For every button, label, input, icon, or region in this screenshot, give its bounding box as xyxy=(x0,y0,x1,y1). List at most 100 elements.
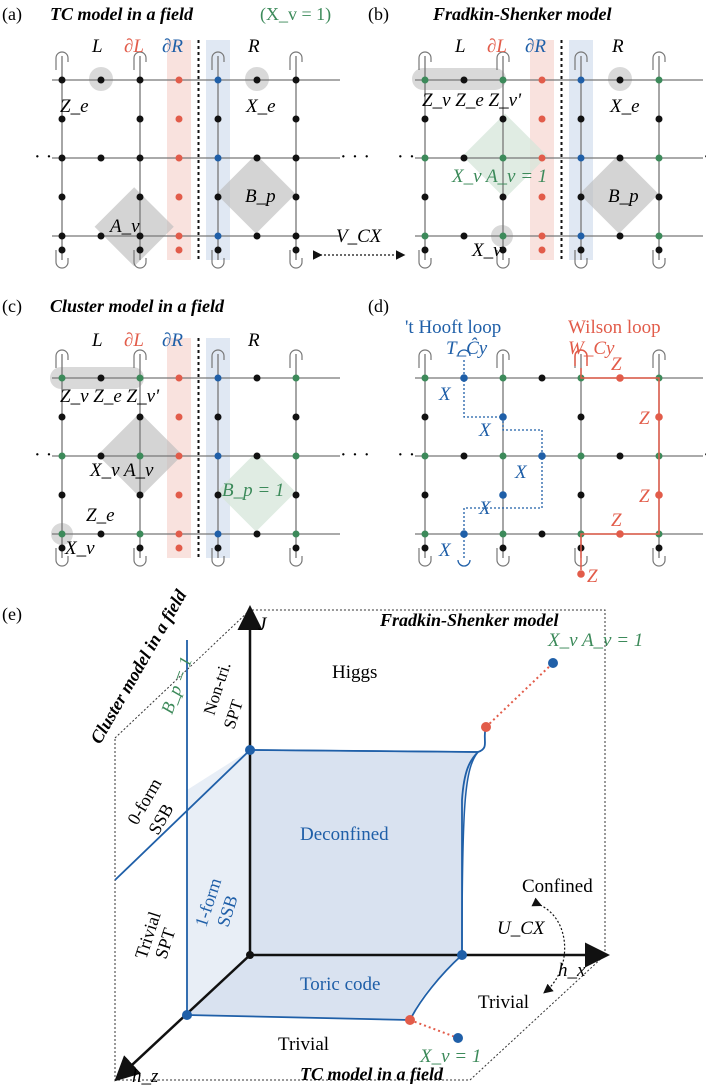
pbc-bottom xyxy=(211,548,225,567)
Bp-plaquette xyxy=(216,452,296,532)
edge-qubit xyxy=(175,154,183,162)
edge-qubit xyxy=(538,154,546,162)
vertex-qubit xyxy=(136,452,144,460)
edge-qubit xyxy=(136,413,144,421)
pbc-bottom xyxy=(289,548,303,567)
point-xv-label: X_v = 1 xyxy=(419,1046,481,1067)
pbc-top xyxy=(418,349,432,368)
pbc-bottom xyxy=(418,250,432,269)
edge-qubit xyxy=(136,115,144,123)
ellipsis-left: · · · xyxy=(397,444,427,466)
edge-qubit xyxy=(577,115,585,123)
panel-d-label: (d) xyxy=(368,296,389,317)
vertex-qubit xyxy=(292,530,300,538)
vertex-qubit xyxy=(292,452,300,460)
edge-qubit xyxy=(499,246,507,254)
vertex-qubit xyxy=(499,232,507,240)
edge-qubit xyxy=(136,491,144,499)
phase-deconfined: Deconfined xyxy=(300,824,389,845)
pbc-top xyxy=(418,51,432,70)
edge-qubit xyxy=(136,246,144,254)
vertex-qubit xyxy=(136,76,144,84)
edge-qubit xyxy=(577,491,585,499)
vertex-qubit xyxy=(421,76,429,84)
pbc-bottom xyxy=(496,250,510,269)
pbc-top xyxy=(55,51,69,70)
edge-qubit xyxy=(292,115,300,123)
dL-qubit xyxy=(175,193,183,201)
wilson-Z xyxy=(577,570,585,578)
pbc-top xyxy=(289,349,303,368)
edge-qubit xyxy=(175,530,183,538)
phase-higgs: Higgs xyxy=(332,662,377,683)
pbc-top xyxy=(211,349,225,368)
point-J-crit xyxy=(245,745,255,755)
vertex-qubit xyxy=(58,530,66,538)
face-bottom: TC model in a field xyxy=(300,1064,444,1084)
dL-qubit xyxy=(175,115,183,123)
vertex-qubit xyxy=(136,530,144,538)
vertex-qubit xyxy=(58,374,66,382)
term-ZZZ: Z_v Z_e Z_v' xyxy=(60,386,160,407)
col-R: R xyxy=(247,330,260,351)
pbc-top xyxy=(289,51,303,70)
wilson-hook xyxy=(574,349,588,366)
term-Xe: X_e xyxy=(609,96,640,117)
term-Ze: Z_e xyxy=(86,505,115,526)
panel-e: (e) J h_x h_z xyxy=(2,585,643,1087)
vertex-qubit xyxy=(577,154,585,162)
pbc-top xyxy=(652,349,666,368)
edge-qubit xyxy=(253,452,261,460)
term-Bp: B_p xyxy=(608,186,639,207)
wilson-Z-label: Z xyxy=(611,510,622,531)
phase-toric: Toric code xyxy=(300,974,380,995)
edge-qubit xyxy=(97,374,105,382)
point-xv xyxy=(453,1033,463,1043)
thooft-op: T_Ĉy xyxy=(446,337,488,359)
thooft-hook xyxy=(457,349,471,357)
edge-qubit xyxy=(460,452,468,460)
vertex-qubit xyxy=(214,154,222,162)
edge-qubit xyxy=(421,246,429,254)
vertex-qubit xyxy=(499,530,507,538)
point-hz-crit xyxy=(182,1010,192,1020)
thooft-X-label: X xyxy=(438,540,452,561)
edge-qubit xyxy=(214,115,222,123)
phase-confined: Confined xyxy=(522,876,593,897)
edge-qubit xyxy=(136,544,144,552)
panel-b: · · ·· · · xyxy=(397,40,706,269)
vertex-qubit xyxy=(421,374,429,382)
bp1-label: B_p = 1 xyxy=(157,654,196,716)
pbc-top xyxy=(133,349,147,368)
col-L: L xyxy=(91,36,103,57)
edge-qubit xyxy=(175,232,183,240)
vertex-qubit xyxy=(58,452,66,460)
edge-qubit xyxy=(292,246,300,254)
term-Xv: X_v xyxy=(64,538,95,559)
edge-qubit xyxy=(214,246,222,254)
panel-b-col-labels: L ∂L ∂R R xyxy=(454,36,624,57)
vertex-qubit xyxy=(655,232,663,240)
pbc-top xyxy=(496,51,510,70)
point-hx-crit xyxy=(457,950,467,960)
edge-qubit xyxy=(214,491,222,499)
pbc-top xyxy=(496,349,510,368)
thooft-X xyxy=(460,374,468,382)
edge-qubit xyxy=(577,413,585,421)
thooft-hook xyxy=(457,559,471,567)
edge-qubit xyxy=(655,246,663,254)
edge-qubit xyxy=(97,232,105,240)
edge-qubit xyxy=(97,76,105,84)
edge-qubit xyxy=(577,193,585,201)
pbc-top xyxy=(574,51,588,70)
edge-qubit xyxy=(538,76,546,84)
col-dR: ∂R xyxy=(525,36,546,57)
vertex-qubit xyxy=(577,76,585,84)
deconfined-region xyxy=(249,749,480,956)
col-dR: ∂R xyxy=(162,36,183,57)
ellipsis-right: · · · xyxy=(703,444,706,466)
edge-qubit xyxy=(292,491,300,499)
edge-qubit xyxy=(577,246,585,254)
edge-qubit xyxy=(253,374,261,382)
